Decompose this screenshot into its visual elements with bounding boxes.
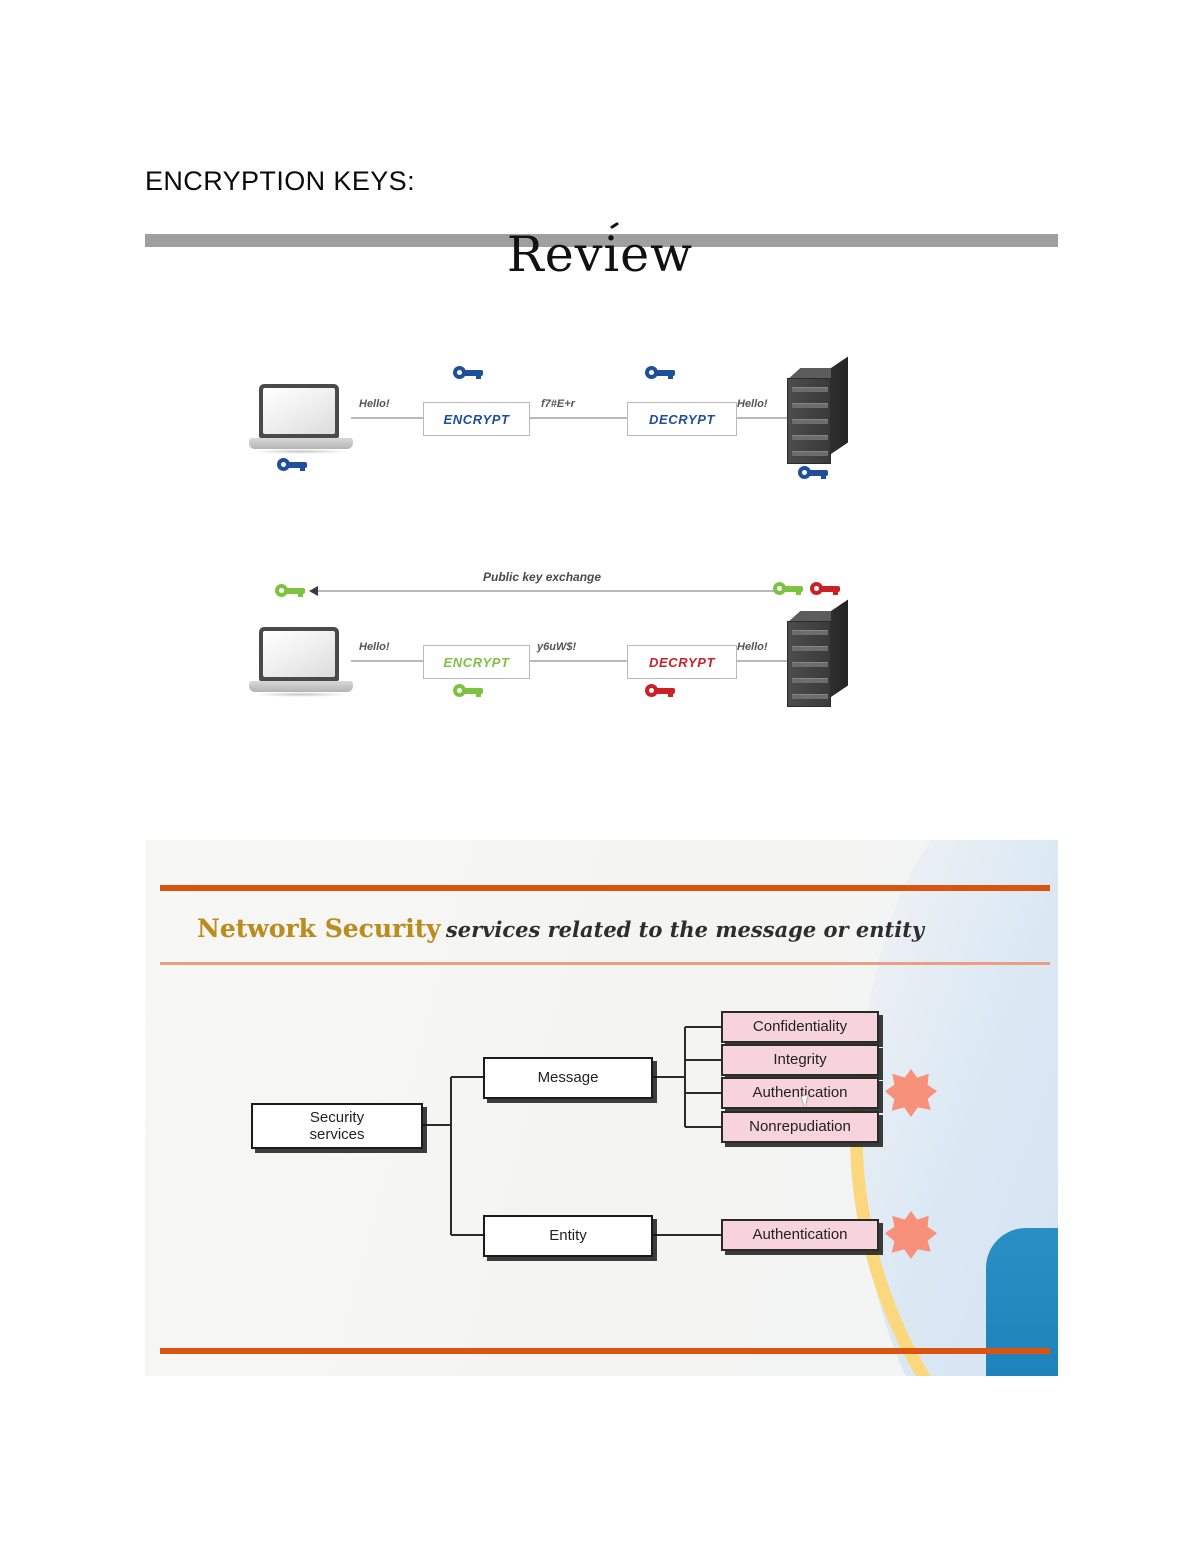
plaintext-label-right: Hello! — [737, 398, 768, 410]
slide-heading-strong: Network Security — [197, 914, 441, 943]
key-above-encrypt-icon — [453, 366, 483, 379]
starburst-message-authentication-icon — [885, 1069, 937, 1117]
laptop-lid — [259, 384, 339, 438]
wire-laptop-to-encrypt — [351, 417, 423, 419]
ciphertext-label: y6uW$! — [537, 641, 577, 653]
encrypt-box: ENCRYPT — [423, 402, 530, 436]
private-key-right-icon — [810, 582, 840, 595]
wire-laptop-to-encrypt — [351, 660, 423, 662]
tree-node-entity[interactable]: Entity — [483, 1215, 653, 1257]
server-side — [831, 356, 848, 454]
tree-node-root-line1: Security — [309, 1108, 365, 1126]
symmetric-encryption-diagram: Hello! ENCRYPT f7#E+r DECRYPT Hello! — [245, 356, 875, 498]
review-banner-bar — [145, 234, 1058, 247]
server-front — [787, 621, 831, 707]
laptop-screen — [263, 631, 335, 677]
encrypt-box: ENCRYPT — [423, 645, 530, 679]
review-title-text: Review — [506, 226, 694, 283]
tree-leaf-integrity[interactable]: Integrity — [721, 1044, 879, 1076]
public-key-exchange-arrowhead — [309, 586, 318, 596]
slide-bottom-rule — [160, 1348, 1050, 1354]
laptop-lid — [259, 627, 339, 681]
key-below-decrypt-icon — [645, 684, 675, 697]
tree-leaf-confidentiality[interactable]: Confidentiality — [721, 1011, 879, 1043]
slide-top-rule — [160, 885, 1050, 891]
laptop-screen — [263, 388, 335, 434]
laptop-shadow — [253, 449, 349, 454]
key-below-encrypt-icon — [453, 684, 483, 697]
key-below-server-icon — [798, 466, 828, 479]
ciphertext-label: f7#E+r — [541, 398, 575, 410]
security-services-tree: Security services Message Entity Confide… — [233, 1011, 973, 1315]
server-icon — [787, 599, 849, 707]
slide-mid-rule — [160, 962, 1050, 965]
server-icon — [787, 356, 849, 464]
laptop-icon — [249, 627, 353, 699]
wire-encrypt-to-decrypt — [527, 417, 627, 419]
public-key-exchange-line — [317, 590, 783, 592]
tree-leaf-nonrepudiation[interactable]: Nonrepudiation — [721, 1111, 879, 1143]
tree-connector-lines — [423, 1026, 721, 1236]
tree-node-root[interactable]: Security services — [251, 1103, 423, 1149]
laptop-base — [249, 681, 353, 692]
laptop-shadow — [253, 692, 349, 697]
review-title: Review — [0, 226, 1200, 283]
slide-heading-sub: services related to the message or entit… — [445, 917, 925, 942]
key-below-laptop-icon — [277, 458, 307, 471]
laptop-base — [249, 438, 353, 449]
public-key-exchange-label: Public key exchange — [483, 570, 602, 584]
tree-leaf-message-authentication[interactable]: Authentication — [721, 1077, 879, 1109]
public-key-left-icon — [275, 584, 305, 597]
server-front — [787, 378, 831, 464]
slide-heading: Network Security services related to the… — [197, 914, 924, 943]
starburst-entity-authentication-icon — [885, 1211, 937, 1259]
tree-node-message[interactable]: Message — [483, 1057, 653, 1099]
decrypt-box: DECRYPT — [627, 402, 737, 436]
plaintext-label-left: Hello! — [359, 398, 390, 410]
tree-node-root-line2: services — [309, 1126, 365, 1143]
server-side — [831, 599, 848, 697]
asymmetric-encryption-diagram: Public key exchange Hello! ENCRYPT y6uW$… — [245, 568, 875, 713]
wire-encrypt-to-decrypt — [527, 660, 627, 662]
network-security-slide: Network Security services related to the… — [145, 840, 1058, 1376]
page-title: ENCRYPTION KEYS: — [145, 166, 415, 196]
plaintext-label-right: Hello! — [737, 641, 768, 653]
public-key-right-icon — [773, 582, 803, 595]
laptop-icon — [249, 384, 353, 456]
key-above-decrypt-icon — [645, 366, 675, 379]
decrypt-box: DECRYPT — [627, 645, 737, 679]
plaintext-label-left: Hello! — [359, 641, 390, 653]
tree-leaf-entity-authentication[interactable]: Authentication — [721, 1219, 879, 1251]
